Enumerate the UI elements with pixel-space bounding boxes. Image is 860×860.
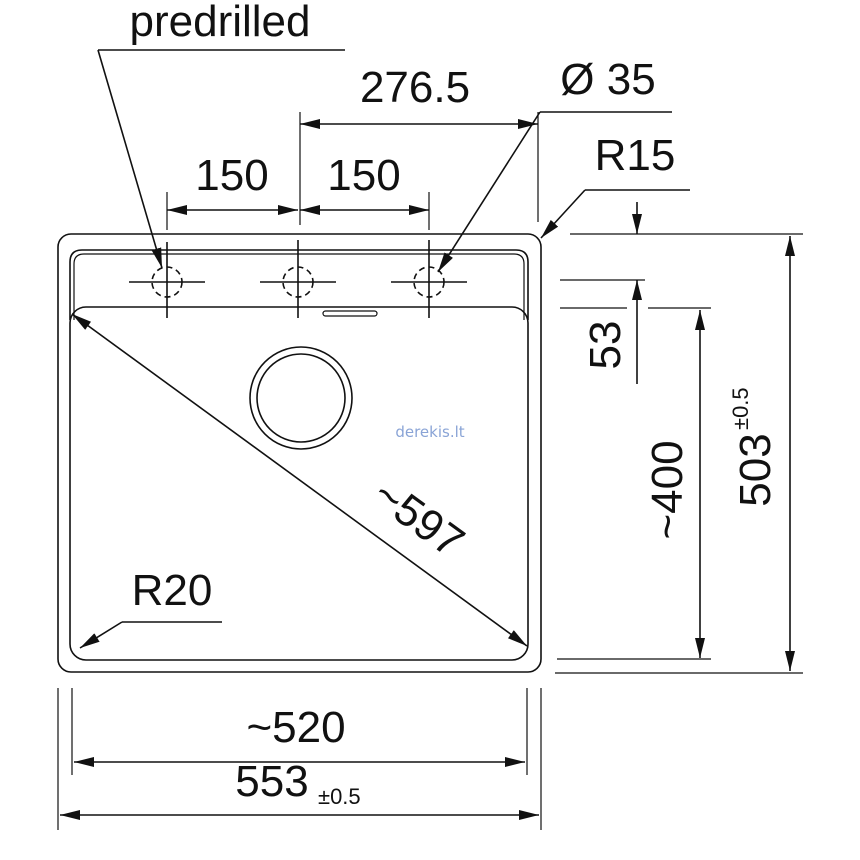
dim-503-tolerance: ±0.5 bbox=[728, 387, 753, 430]
dim-150-right: 150 bbox=[327, 151, 400, 200]
tap-hole-center bbox=[260, 240, 336, 318]
dim-diameter-35: Ø 35 bbox=[560, 55, 655, 104]
tap-hole-left bbox=[129, 242, 205, 318]
drain bbox=[249, 346, 353, 450]
tap-hole-right bbox=[391, 240, 467, 318]
dim-r15: R15 bbox=[595, 131, 676, 180]
dim-150-left: 150 bbox=[195, 151, 268, 200]
watermark: derekis.lt bbox=[395, 423, 464, 441]
dim-r20: R20 bbox=[132, 566, 213, 615]
overflow-slot bbox=[322, 310, 378, 317]
dim-503: 503 bbox=[731, 433, 780, 506]
tap-holes bbox=[129, 240, 467, 318]
sink-outline bbox=[57, 233, 542, 673]
dim-520: ~520 bbox=[246, 703, 345, 752]
dim-553-tolerance: ±0.5 bbox=[318, 784, 361, 809]
dim-400: ~400 bbox=[643, 440, 692, 539]
dim-597: ~597 bbox=[364, 469, 473, 567]
dim-53: 53 bbox=[581, 321, 630, 370]
predrilled-label: predrilled bbox=[130, 0, 311, 46]
dim-276-5: 276.5 bbox=[360, 63, 470, 112]
dim-553: 553 bbox=[235, 757, 308, 806]
